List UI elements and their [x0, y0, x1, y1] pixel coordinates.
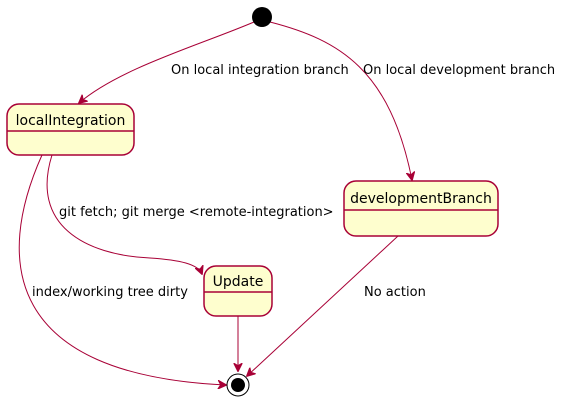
label-development-branch-to-end: No action — [364, 285, 426, 300]
state-update-name: Update — [213, 274, 264, 290]
edge-local-integration-to-update — [46, 154, 202, 274]
state-update[interactable]: Update — [203, 265, 273, 317]
edge-development-branch-to-end — [247, 235, 399, 376]
state-local-integration-name: localIntegration — [16, 113, 126, 129]
transitions — [18, 21, 412, 385]
state-development-branch-name: developmentBranch — [350, 191, 492, 207]
label-local-integration-to-update: git fetch; git merge <remote-integration… — [59, 205, 334, 220]
edge-local-integration-to-end — [18, 154, 226, 385]
final-state-node — [226, 373, 250, 397]
label-start-to-local-integration: On local integration branch — [171, 63, 349, 78]
initial-state-node — [252, 7, 272, 27]
label-local-integration-to-end: index/working tree dirty — [32, 285, 188, 300]
label-start-to-development-branch: On local development branch — [363, 63, 555, 78]
edge-start-to-local-integration — [79, 21, 255, 103]
state-development-branch[interactable]: developmentBranch — [343, 180, 499, 237]
state-local-integration[interactable]: localIntegration — [6, 103, 135, 156]
edge-start-to-development-branch — [269, 21, 412, 180]
